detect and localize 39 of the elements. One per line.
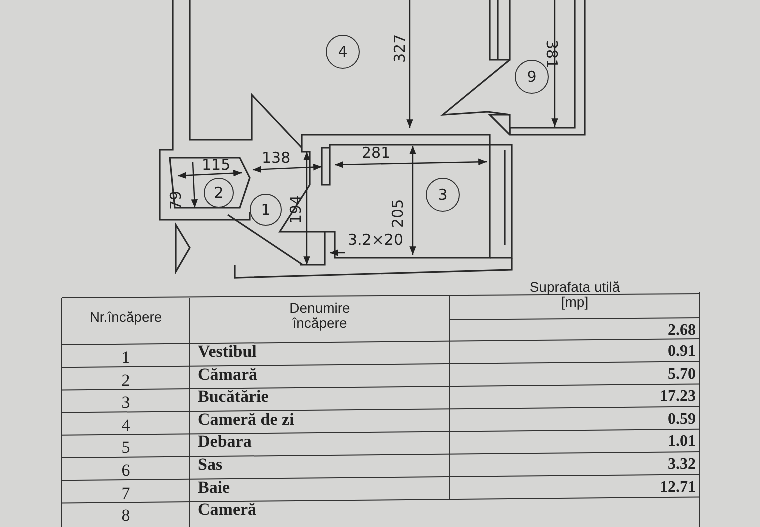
area-value: 0.91	[667, 343, 696, 361]
area-value: 12.71	[659, 478, 696, 496]
room-number-circle: 1	[250, 194, 282, 226]
dimension-value: 3.2×20	[348, 232, 404, 248]
room-name: Vestibul	[198, 343, 257, 362]
dimension-value: 194	[288, 195, 304, 224]
room-number: 6	[120, 462, 132, 481]
room-number: 1	[120, 349, 132, 368]
room-number-circle: 4	[326, 35, 360, 69]
room-name: Baie	[198, 478, 230, 498]
area-value: 5.70	[667, 366, 696, 384]
room-name: Cameră	[198, 501, 257, 520]
room-number-circle: 3	[426, 178, 460, 212]
column-header: Suprafata utilă [mp]	[528, 280, 622, 311]
dimension-value: 205	[390, 199, 406, 228]
room-name: Cameră de zi	[198, 410, 294, 430]
room-name: Cămară	[198, 366, 258, 384]
area-value: 3.32	[667, 456, 696, 474]
room-number: 5	[120, 439, 132, 458]
room-number: 4	[120, 416, 132, 436]
area-value: 17.23	[659, 388, 696, 406]
area-value: 1.01	[667, 433, 696, 451]
room-number: 2	[120, 372, 132, 390]
area-value: 0.59	[667, 410, 696, 428]
dimension-value: 281	[362, 145, 391, 162]
area-value: 2.68	[667, 322, 696, 340]
room-number-circle: 2	[204, 178, 234, 208]
room-name: Bucătărie	[198, 388, 269, 407]
room-name: Debara	[198, 433, 252, 452]
room-number: 7	[120, 484, 132, 504]
dimension-value: 115	[202, 157, 231, 174]
column-header: Nr.încăpere	[88, 310, 164, 326]
dimension-value: 138	[262, 150, 291, 166]
column-header: Denumire încăpere	[288, 301, 352, 332]
dimension-value: 79	[168, 190, 184, 210]
room-number: 3	[120, 394, 132, 413]
room-number: 8	[120, 507, 132, 526]
room-name: Sas	[198, 456, 223, 475]
dimension-value: 327	[392, 34, 408, 63]
